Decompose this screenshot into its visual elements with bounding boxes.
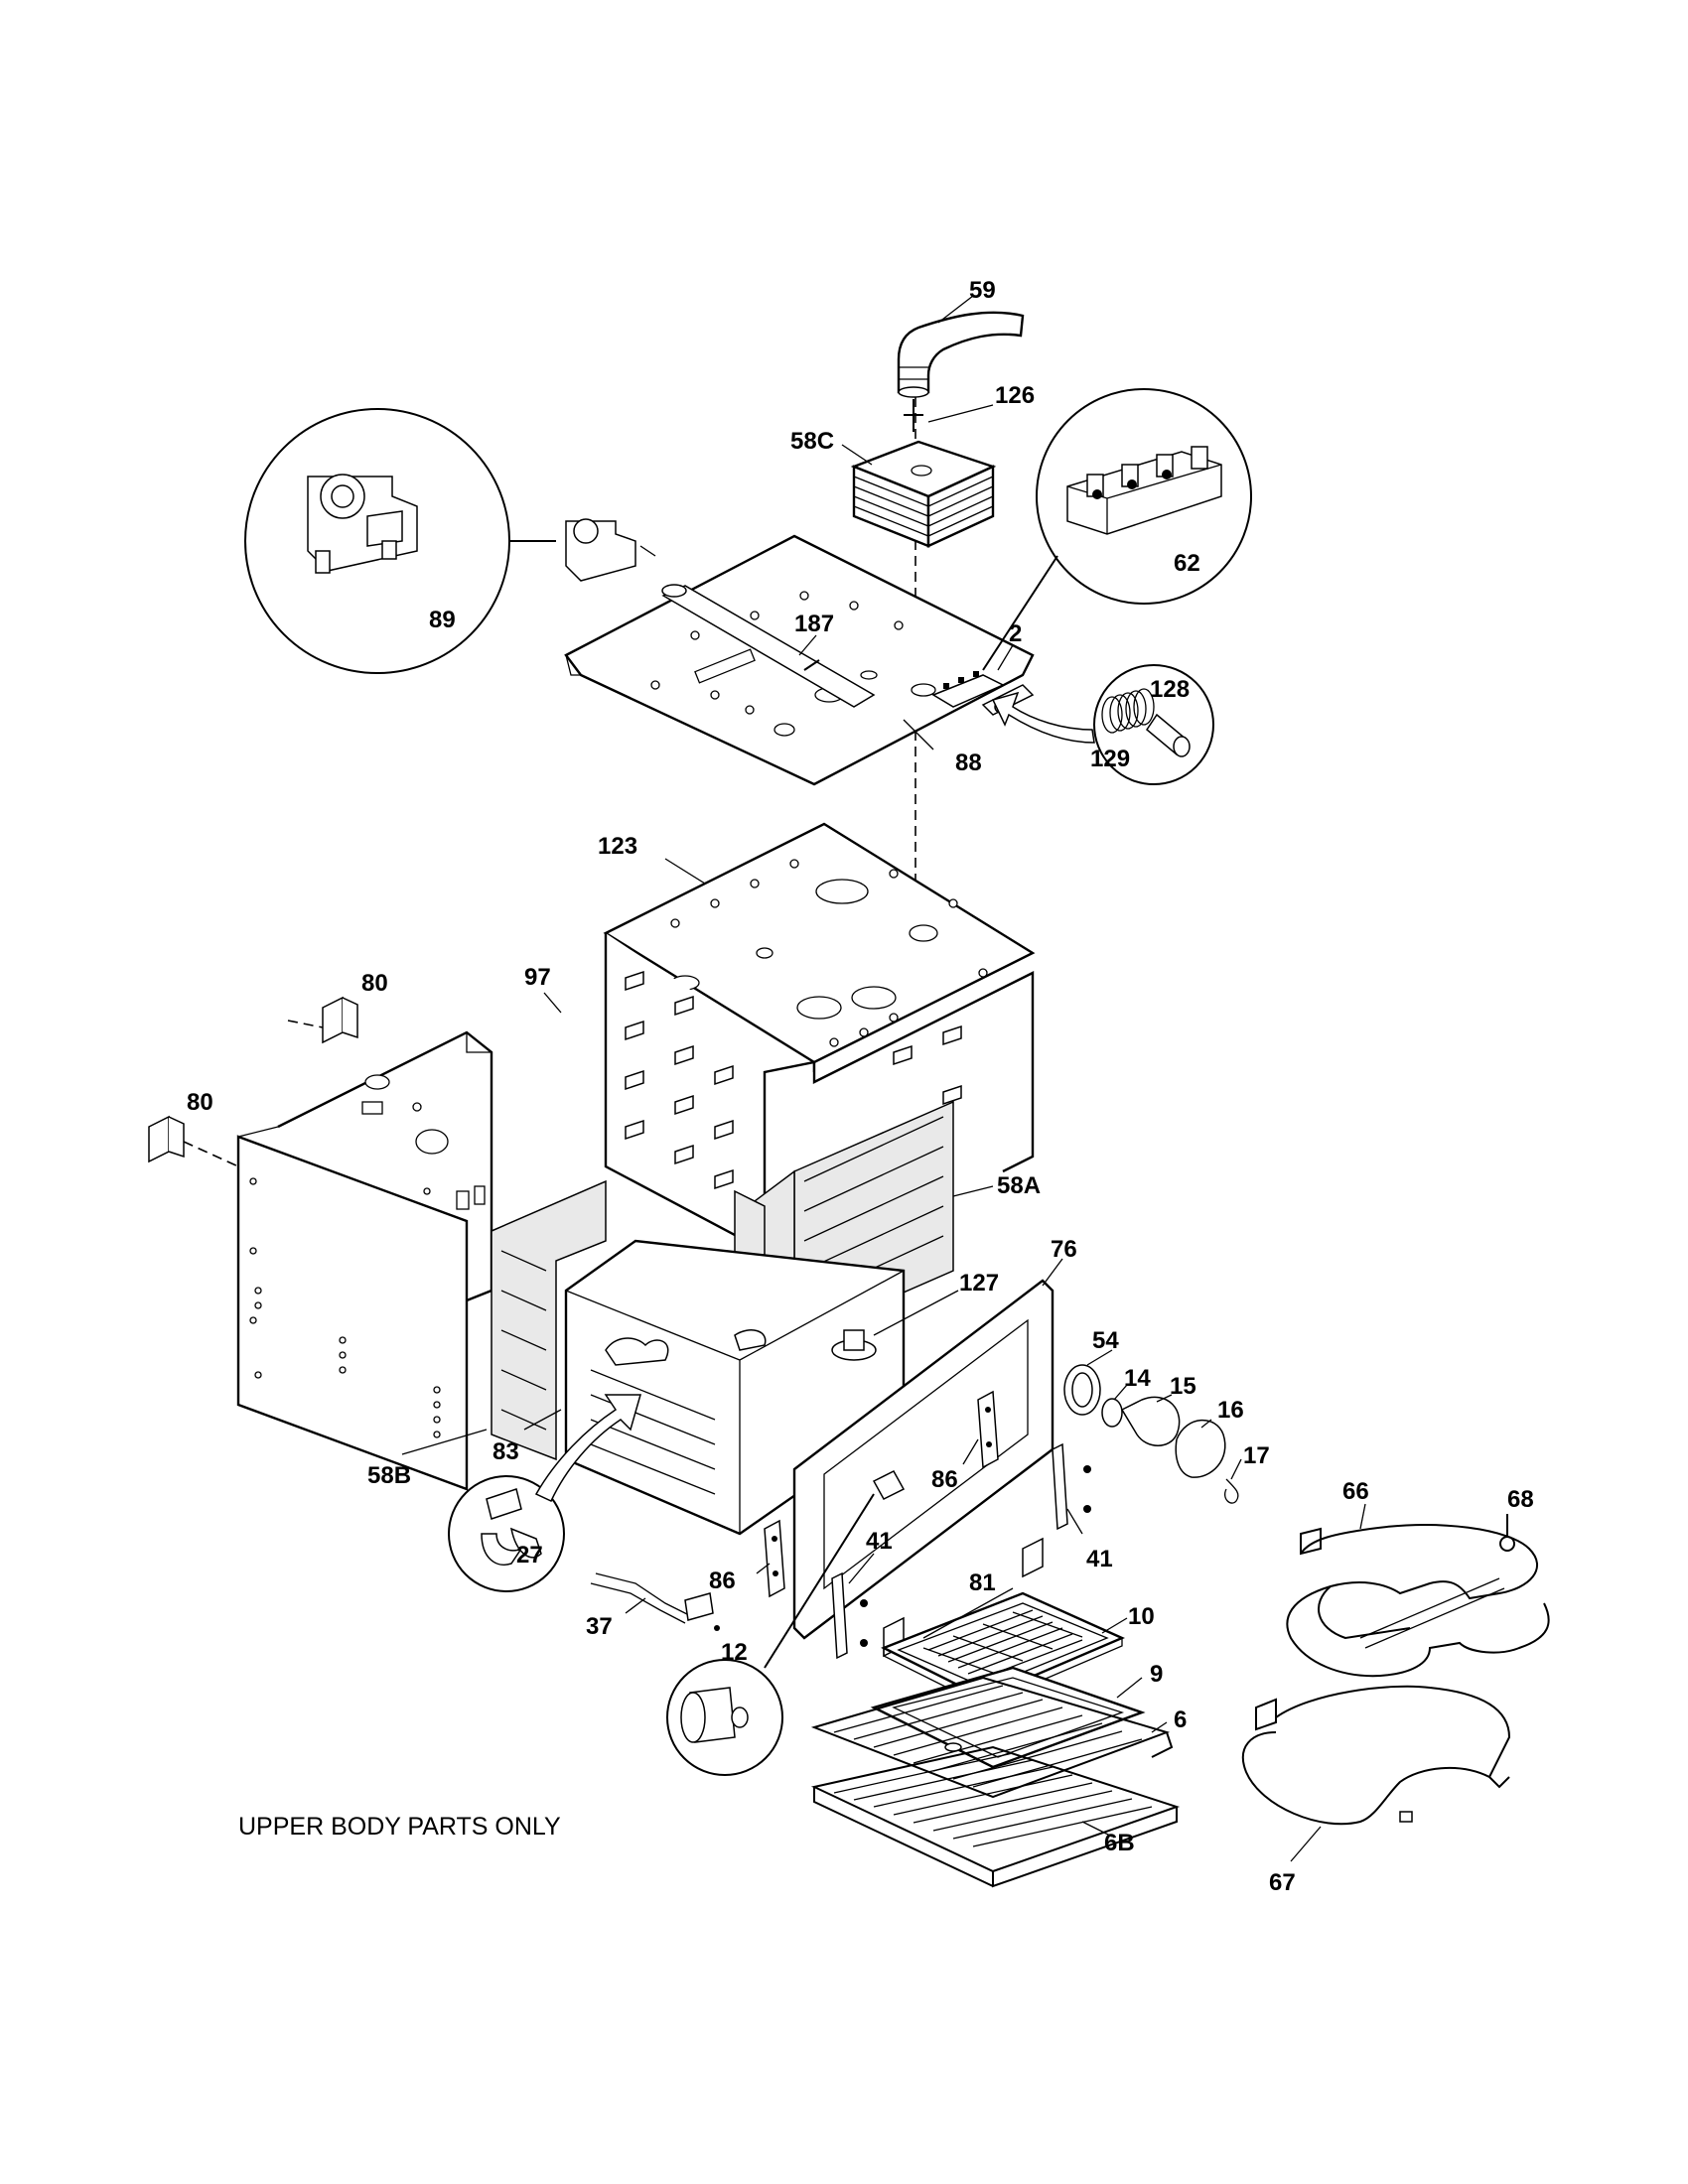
label-27: 27	[516, 1542, 543, 1569]
label-6: 6	[1174, 1706, 1187, 1733]
label-80-upper: 80	[361, 970, 388, 997]
part-side-panel	[236, 1126, 469, 1491]
part-12-thermocouple-small	[872, 1470, 906, 1500]
label-126: 126	[995, 382, 1035, 409]
label-62: 62	[1174, 550, 1200, 577]
label-129: 129	[1090, 746, 1130, 772]
label-76: 76	[1051, 1236, 1077, 1263]
diagram-caption: UPPER BODY PARTS ONLY	[238, 1813, 561, 1841]
label-6B: 6B	[1104, 1830, 1135, 1856]
part-27-detail-callout	[448, 1394, 641, 1592]
part-58C-insulation-pad	[850, 440, 997, 548]
label-9: 9	[1150, 1661, 1163, 1688]
label-59: 59	[969, 277, 996, 304]
part-9-broil-pan	[870, 1666, 1146, 1769]
label-14: 14	[1124, 1365, 1151, 1392]
part-6B-oven-rack	[810, 1745, 1181, 1888]
label-41-left: 41	[866, 1528, 893, 1555]
label-15: 15	[1170, 1373, 1196, 1400]
vent-slots	[625, 970, 962, 1190]
label-127: 127	[959, 1270, 999, 1297]
label-123: 123	[598, 833, 637, 860]
part-128-129-detail-callout	[991, 664, 1214, 785]
label-86-lower: 86	[709, 1568, 736, 1594]
part-128-plug	[1146, 713, 1191, 757]
part-6-oven-rack	[810, 1676, 1174, 1799]
label-41-right: 41	[1086, 1546, 1113, 1572]
label-12: 12	[721, 1639, 748, 1666]
label-16: 16	[1217, 1397, 1244, 1424]
label-58A: 58A	[997, 1172, 1041, 1199]
part-66-broil-element	[1286, 1524, 1550, 1678]
label-37: 37	[586, 1613, 613, 1640]
part-62-terminal-block-callout	[982, 388, 1252, 671]
part-12-detail-callout	[666, 1493, 875, 1776]
part-16-lens-cover	[1175, 1419, 1226, 1478]
part-41-strip-right	[1052, 1442, 1091, 1531]
part-labels: 59 126 58C 62 89 187 2 128 129 88 123 80…	[187, 277, 1534, 1896]
broil-slots	[922, 1609, 1083, 1681]
part-15-light-bulb	[1120, 1396, 1181, 1446]
part-86-hinge-lower	[764, 1519, 785, 1598]
label-88: 88	[955, 750, 982, 776]
label-10: 10	[1128, 1603, 1155, 1630]
part-54-light-ring	[1063, 1364, 1101, 1416]
part-89-thermostat	[565, 518, 656, 582]
part-41-strip-left	[831, 1571, 868, 1660]
part-67-bake-element	[1241, 1685, 1511, 1826]
part-37-wire-harness	[590, 1572, 720, 1631]
part-123-outer-wrapper	[603, 822, 1036, 1253]
part-80-bracket-lower	[148, 1115, 239, 1167]
part-129-spring	[1101, 688, 1155, 734]
label-17: 17	[1243, 1442, 1270, 1469]
label-2: 2	[1009, 620, 1022, 647]
label-66: 66	[1342, 1478, 1369, 1505]
label-58C: 58C	[790, 428, 834, 455]
part-59-vent-duct	[897, 311, 1025, 398]
part-14-socket	[1101, 1398, 1123, 1428]
label-58B: 58B	[367, 1462, 411, 1489]
label-68: 68	[1507, 1486, 1534, 1513]
part-89-detail-callout	[244, 408, 556, 674]
part-127-element-terminal	[831, 1329, 877, 1361]
part-187-tube	[661, 584, 876, 708]
label-81: 81	[969, 1570, 996, 1596]
label-97: 97	[524, 964, 551, 991]
part-126-screw	[904, 399, 923, 432]
label-80-lower: 80	[187, 1089, 213, 1116]
label-54: 54	[1092, 1327, 1119, 1354]
part-80-bracket-upper	[287, 996, 358, 1044]
part-68-clip	[1499, 1514, 1515, 1552]
part-86-hinge-upper	[977, 1390, 999, 1469]
label-83: 83	[492, 1438, 519, 1465]
part-17-wire-clip	[1224, 1478, 1239, 1504]
leader-lines	[401, 295, 1366, 1862]
label-128: 128	[1150, 676, 1190, 703]
label-86-upper: 86	[931, 1466, 958, 1493]
label-89: 89	[429, 607, 456, 633]
label-187: 187	[794, 611, 834, 637]
label-67: 67	[1269, 1869, 1296, 1896]
